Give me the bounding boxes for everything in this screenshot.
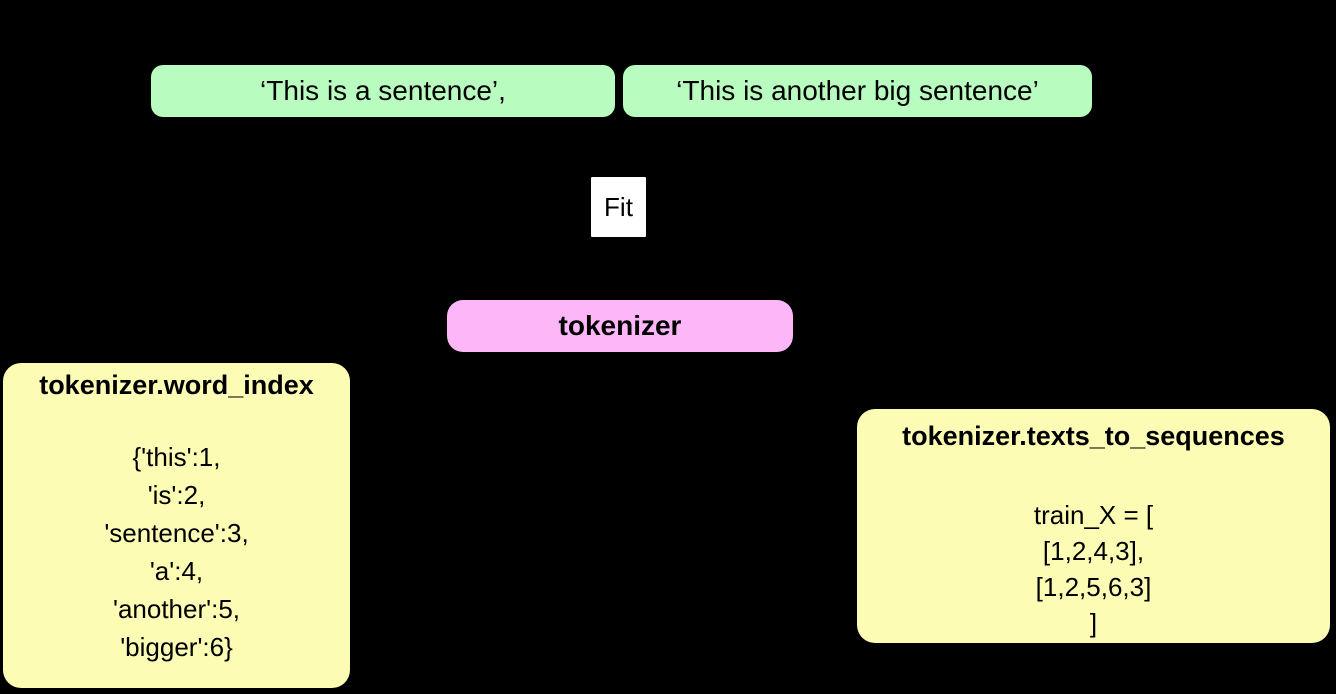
word-index-title: tokenizer.word_index bbox=[39, 370, 314, 400]
input-sentence-1-box: ‘This is a sentence’, bbox=[151, 65, 615, 117]
tokenizer-label: tokenizer bbox=[558, 310, 682, 341]
texts-to-sequences-title: tokenizer.texts_to_sequences bbox=[902, 421, 1285, 451]
texts-to-sequences-output: train_X = [ [1,2,4,3], [1,2,5,6,3] ] bbox=[1033, 500, 1154, 638]
input-sentence-2-label: ‘This is another big sentence’ bbox=[676, 75, 1039, 106]
fit-step-box: Fit bbox=[591, 177, 646, 237]
fit-step-label: Fit bbox=[604, 191, 633, 222]
input-sentence-1-label: ‘This is a sentence’, bbox=[260, 75, 506, 106]
word-index-dictionary: {'this':1, 'is':2, 'sentence':3, 'a':4, … bbox=[104, 442, 249, 662]
word-index-card: tokenizer.word_index {'this':1, 'is':2, … bbox=[3, 363, 350, 688]
tokenizer-box: tokenizer bbox=[447, 300, 793, 352]
texts-to-sequences-card: tokenizer.texts_to_sequences train_X = [… bbox=[857, 409, 1330, 643]
input-sentence-2-box: ‘This is another big sentence’ bbox=[623, 65, 1092, 117]
